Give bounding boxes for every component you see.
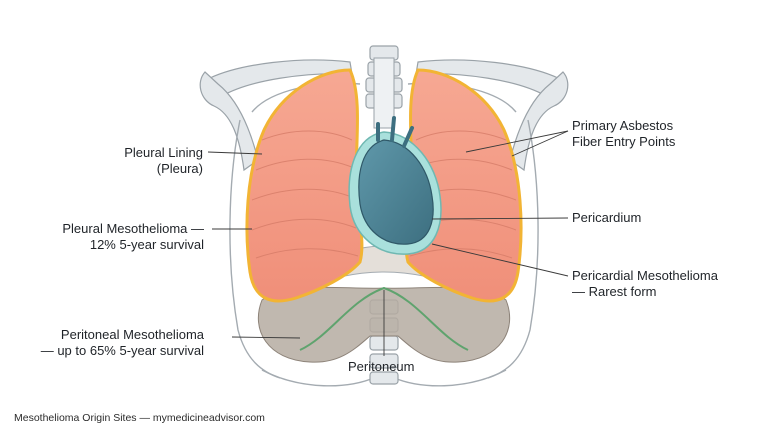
label-line: Primary Asbestos (572, 118, 674, 133)
source-caption: Mesothelioma Origin Sites — mymedicinead… (14, 412, 265, 424)
left-lung (245, 68, 364, 303)
label-line: Peritoneal Mesothelioma (60, 327, 204, 342)
heart-vessels (376, 116, 414, 148)
peritoneum-line (299, 286, 469, 351)
label-pericardial-mesothelioma: Pericardial Mesothelioma — Rarest form (572, 268, 718, 300)
label-line: Peritoneum (348, 359, 415, 374)
label-line: Pericardium (572, 210, 642, 225)
label-pleural-mesothelioma: Pleural Mesothelioma — 12% 5-year surviv… (62, 221, 204, 253)
label-line: — up to 65% 5-year survival (40, 343, 204, 358)
leader-lines (207, 130, 569, 356)
trachea (373, 57, 395, 129)
label-asbestos-entry: Primary Asbestos Fiber Entry Points (572, 118, 675, 150)
label-pleural-lining: Pleural Lining (Pleura) (124, 145, 203, 177)
label-pericardium: Pericardium (572, 210, 641, 226)
label-line: Pleural Lining (124, 145, 203, 160)
label-peritoneum: Peritoneum (348, 359, 414, 375)
label-line: Fiber Entry Points (572, 134, 676, 149)
rib-lines (251, 130, 517, 259)
label-line: Pericardial Mesothelioma (572, 268, 718, 283)
label-line: 12% 5-year survival (89, 237, 204, 252)
label-line: (Pleura) (156, 161, 203, 176)
label-line: — Rarest form (572, 284, 657, 299)
label-line: Pleural Mesothelioma — (62, 221, 204, 236)
shoulder-bones (199, 59, 569, 172)
label-peritoneal-mesothelioma: Peritoneal Mesothelioma — up to 65% 5-ye… (41, 327, 204, 359)
heart (358, 139, 434, 245)
